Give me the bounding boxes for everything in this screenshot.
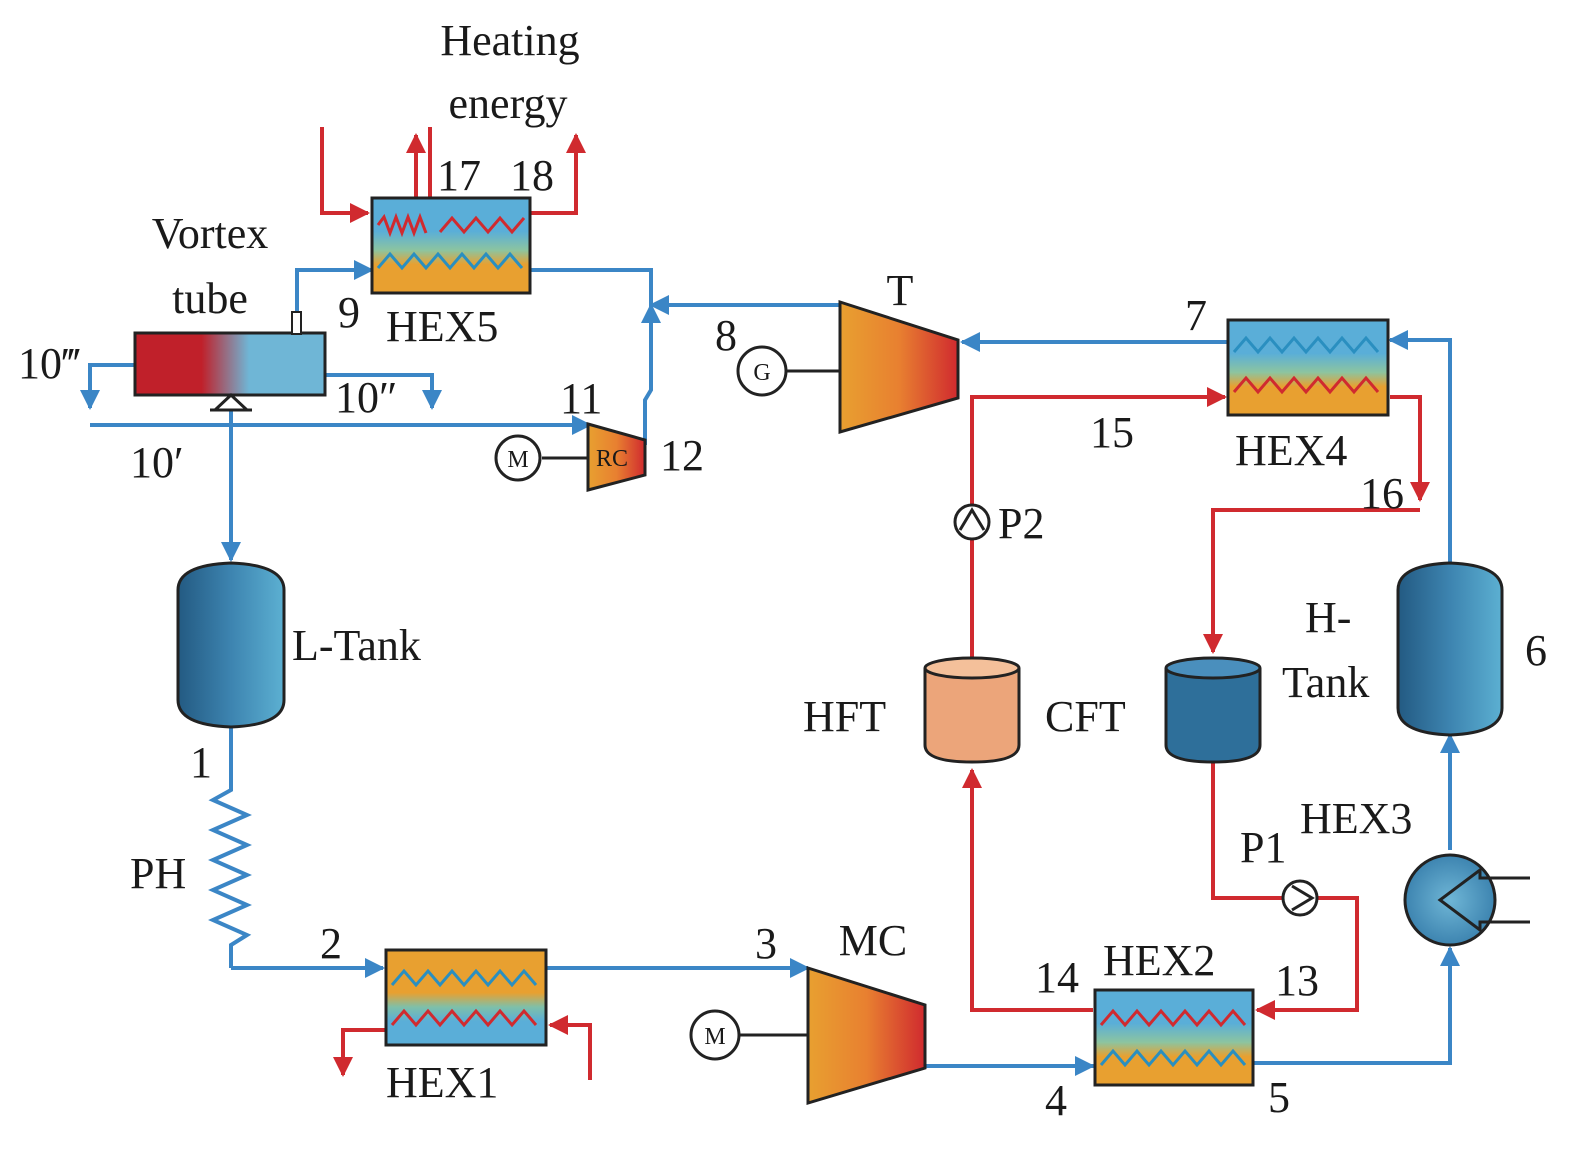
state-point-labels: 1 2 3 4 5 6 7 8 9 10′ 10″ 10‴ 11 12 13 1… xyxy=(18,151,1547,1125)
cft-label: CFT xyxy=(1045,692,1126,741)
hex3 xyxy=(1403,853,1530,947)
hex4 xyxy=(1226,318,1390,417)
state-5: 5 xyxy=(1268,1073,1290,1122)
hft-tank xyxy=(923,656,1021,764)
state-11: 11 xyxy=(560,374,602,423)
vortex-tube xyxy=(133,311,327,412)
generator-label: G xyxy=(753,360,770,386)
vortex-label-1: Vortex xyxy=(152,209,269,258)
state-9: 9 xyxy=(338,288,360,337)
vortex-label-2: tube xyxy=(172,274,248,323)
turbine xyxy=(736,299,960,434)
state-10-prime: 10′ xyxy=(130,438,184,487)
state-18: 18 xyxy=(510,151,554,200)
l-tank xyxy=(176,561,286,729)
hex3-label: HEX3 xyxy=(1300,794,1412,843)
state-2: 2 xyxy=(320,919,342,968)
hex2-label: HEX2 xyxy=(1103,936,1215,985)
heating-energy-label-1: Heating xyxy=(440,16,579,65)
hex5-label: HEX5 xyxy=(386,302,498,351)
h-tank-label-2: Tank xyxy=(1282,658,1369,707)
motor-label-rc: M xyxy=(507,447,528,473)
state-12: 12 xyxy=(660,431,704,480)
main-compressor-label: MC xyxy=(839,916,907,965)
pump-p2-label: P2 xyxy=(998,499,1044,548)
state-17: 17 xyxy=(437,151,481,200)
state-13: 13 xyxy=(1275,956,1319,1005)
pump-p1-label: P1 xyxy=(1240,823,1286,872)
motor-label-mc: M xyxy=(704,1024,725,1050)
hex1 xyxy=(384,948,548,1047)
hex1-label: HEX1 xyxy=(386,1058,498,1107)
hex4-label: HEX4 xyxy=(1235,426,1347,475)
state-14: 14 xyxy=(1035,953,1079,1002)
recompressor-label: RC xyxy=(596,446,628,472)
l-tank-label: L-Tank xyxy=(292,621,421,670)
hex5 xyxy=(370,196,532,295)
state-4: 4 xyxy=(1045,1076,1067,1125)
state-6: 6 xyxy=(1525,626,1547,675)
state-8: 8 xyxy=(715,311,737,360)
h-tank-label-1: H- xyxy=(1305,593,1351,642)
state-3: 3 xyxy=(755,919,777,968)
pump-p1 xyxy=(1281,879,1319,917)
h-tank xyxy=(1396,561,1504,737)
state-7: 7 xyxy=(1185,291,1207,340)
pump-p2 xyxy=(953,503,991,541)
main-compressor xyxy=(689,965,927,1106)
cft-tank xyxy=(1164,656,1262,764)
turbine-label: T xyxy=(887,266,914,315)
component-labels: Heating energy Vortex tube HEX5 HEX4 HEX… xyxy=(130,16,1412,1107)
state-15: 15 xyxy=(1090,408,1134,457)
recompressor xyxy=(494,422,647,492)
hft-label: HFT xyxy=(803,692,886,741)
preheater-label: PH xyxy=(130,849,186,898)
state-16: 16 xyxy=(1360,469,1404,518)
state-10-double-prime: 10″ xyxy=(335,373,397,422)
state-1: 1 xyxy=(190,738,212,787)
hex2 xyxy=(1093,988,1255,1087)
heating-energy-label-2: energy xyxy=(449,79,568,128)
state-10-triple-prime: 10‴ xyxy=(18,339,80,388)
